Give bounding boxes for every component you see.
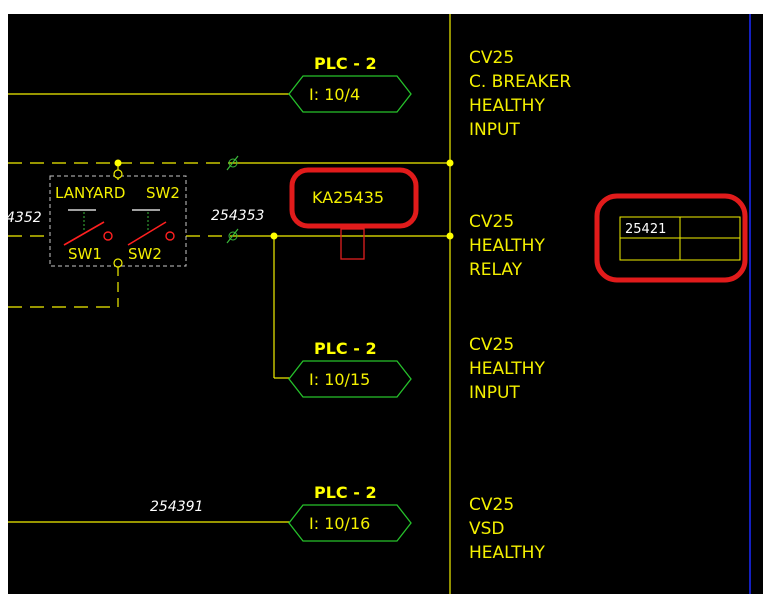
- description-line: HEALTHY: [469, 543, 545, 563]
- cross-reference-table: 25421: [619, 216, 741, 261]
- relay-tag-highlight: [289, 167, 419, 229]
- plc-title: PLC - 2: [314, 54, 377, 73]
- description-healthy-relay: CV25 HEALTHY RELAY: [469, 212, 545, 280]
- plc-address-box: [288, 360, 412, 398]
- switch-sw1-contact: [63, 221, 105, 246]
- plc-address-box: [288, 504, 412, 542]
- description-line: INPUT: [469, 383, 520, 403]
- description-line: CV25: [469, 212, 514, 232]
- junction-dot-top-right: [446, 159, 454, 167]
- plc-title: PLC - 2: [314, 339, 377, 358]
- relay-tag: KA25435: [312, 188, 384, 207]
- junction-dot-branch: [270, 232, 278, 240]
- description-line: HEALTHY: [469, 236, 545, 256]
- switch-label-sw2-top: SW2: [146, 184, 180, 202]
- description-line: VSD: [469, 519, 505, 539]
- plc-address: I: 10/4: [309, 85, 360, 104]
- cross-reference-value: 25421: [625, 222, 666, 237]
- switch-label-sw2-bottom: SW2: [128, 245, 162, 263]
- plc-block-input-16: PLC - 2 I: 10/16: [288, 483, 412, 542]
- relay-coil: [340, 228, 365, 260]
- description-line: HEALTHY: [469, 359, 545, 379]
- cable-mark-top: [226, 155, 239, 171]
- switch-label-lanyard: LANYARD: [55, 184, 125, 202]
- switch-terminal-top: [113, 169, 123, 179]
- description-line: CV25: [469, 335, 514, 355]
- plc-title: PLC - 2: [314, 483, 377, 502]
- plc-address: I: 10/15: [309, 370, 370, 389]
- switch-sw2-pivot: [165, 231, 175, 241]
- wire-number-bottom: 254391: [150, 499, 203, 515]
- cross-reference-highlight: [594, 193, 748, 283]
- description-line: RELAY: [469, 260, 523, 280]
- cable-mark-relay-ring: [228, 231, 238, 241]
- description-line: CV25: [469, 495, 514, 515]
- plc-address-box: [288, 75, 412, 113]
- description-line: INPUT: [469, 120, 520, 140]
- junction-dot-relay-right: [446, 232, 454, 240]
- switch-label-sw1: SW1: [68, 245, 102, 263]
- wire-number-left: 4352: [6, 210, 42, 226]
- plc-block-input-15: PLC - 2 I: 10/15: [288, 339, 412, 398]
- plc-block-input-4: PLC - 2 I: 10/4: [288, 54, 412, 113]
- plc-address: I: 10/16: [309, 514, 370, 533]
- description-healthy-input: CV25 HEALTHY INPUT: [469, 335, 545, 403]
- description-line: HEALTHY: [469, 96, 545, 116]
- description-breaker-healthy-input: CV25 C. BREAKER HEALTHY INPUT: [469, 48, 571, 140]
- wire-number-middle: 254353: [211, 208, 264, 224]
- junction-dot-top: [114, 159, 122, 167]
- switch-sw1-pivot: [103, 231, 113, 241]
- cable-mark-top-ring: [228, 158, 238, 168]
- description-line: CV25: [469, 48, 514, 68]
- cable-mark-relay: [226, 228, 239, 244]
- description-vsd-healthy: CV25 VSD HEALTHY: [469, 495, 545, 563]
- switch-sw2-contact: [127, 221, 167, 246]
- drawing-area: [8, 14, 763, 594]
- description-line: C. BREAKER: [469, 72, 571, 92]
- switch-terminal-bottom: [113, 258, 123, 268]
